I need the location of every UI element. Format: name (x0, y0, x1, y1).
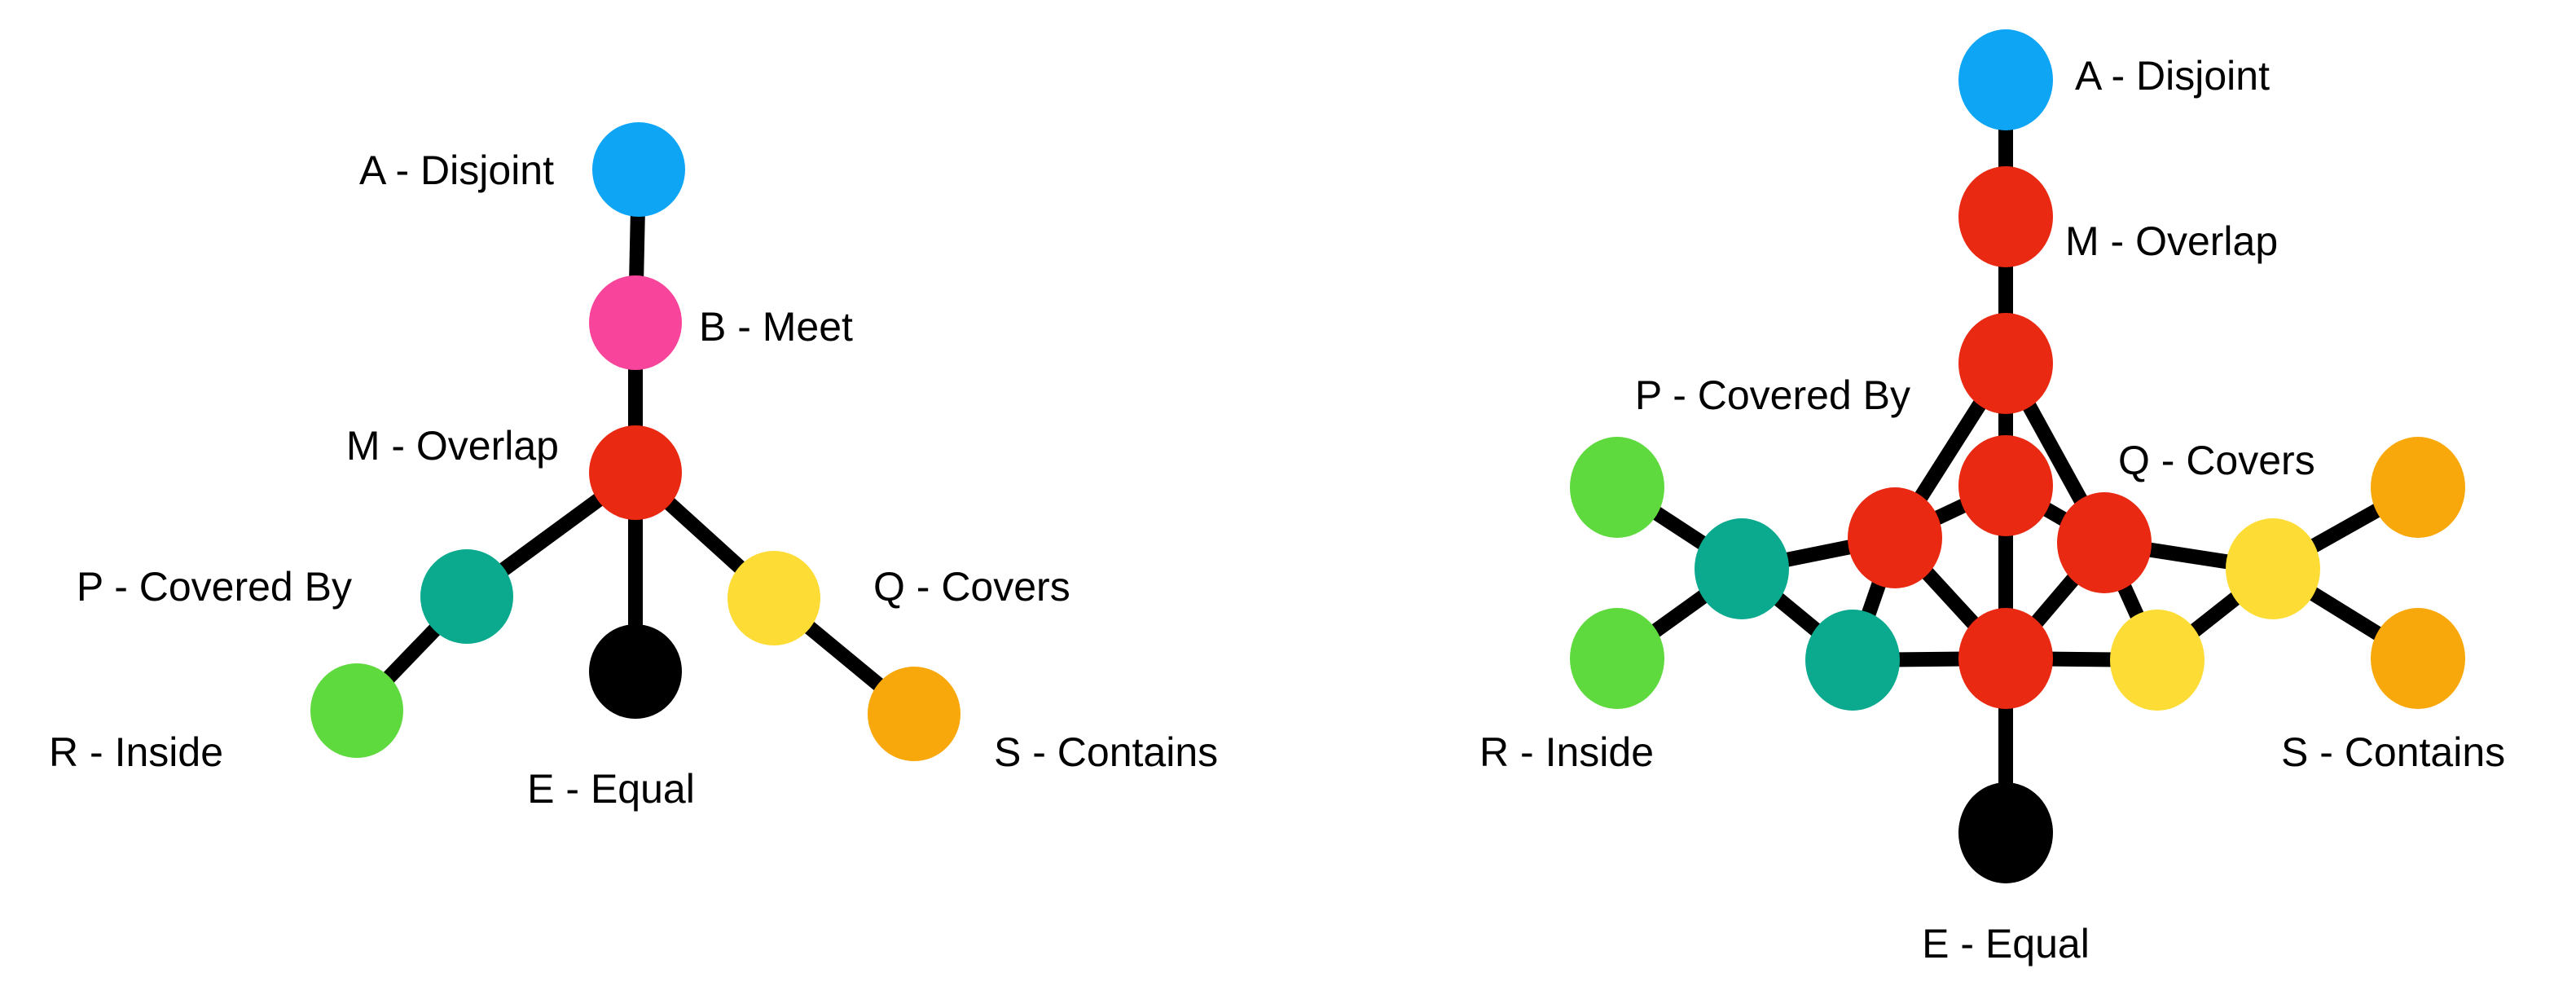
right-node-Q (2226, 518, 2320, 619)
label-s-contains-right: S - Contains (2281, 729, 2505, 775)
right-node-T (1958, 313, 2053, 414)
right-node-C (1958, 435, 2053, 536)
right-node-L (1848, 487, 1942, 588)
right-node-R1 (1570, 437, 1664, 538)
left-node-B (589, 275, 682, 370)
left-node-E (589, 624, 682, 719)
left-node-Q (728, 551, 820, 645)
left-nodes (310, 122, 961, 761)
left-labels: A - Disjoint B - Meet M - Overlap P - Co… (49, 148, 1218, 812)
label-r-inside-right: R - Inside (1479, 729, 1654, 775)
left-node-P (420, 549, 513, 644)
label-p-covered-by-right: P - Covered By (1635, 372, 1910, 418)
right-nodes (1570, 29, 2465, 883)
right-labels: A - Disjoint M - Overlap P - Covered By … (1479, 53, 2505, 967)
right-node-A (1958, 29, 2053, 130)
left-graph: A - Disjoint B - Meet M - Overlap P - Co… (49, 122, 1218, 812)
right-graph: A - Disjoint M - Overlap P - Covered By … (1479, 29, 2505, 967)
label-q-covers-right: Q - Covers (2118, 438, 2315, 483)
right-node-P (1695, 518, 1789, 619)
left-node-R (310, 663, 403, 758)
label-e-equal: E - Equal (527, 766, 695, 812)
label-m-overlap: M - Overlap (346, 423, 559, 469)
label-a-disjoint-right: A - Disjoint (2075, 53, 2270, 99)
label-q-covers: Q - Covers (873, 564, 1070, 610)
right-node-Q2 (2110, 610, 2205, 711)
right-node-R2 (1570, 608, 1664, 709)
right-node-Rr (2057, 492, 2152, 593)
right-node-E (1958, 782, 2053, 883)
right-node-S2 (2371, 608, 2465, 709)
label-a-disjoint: A - Disjoint (359, 148, 554, 193)
right-node-M (1958, 166, 2053, 267)
label-r-inside: R - Inside (49, 729, 223, 775)
label-s-contains: S - Contains (994, 729, 1218, 775)
label-e-equal-right: E - Equal (1922, 921, 2090, 967)
left-node-S (868, 667, 961, 761)
right-node-S1 (2371, 437, 2465, 538)
left-node-M (589, 425, 682, 520)
left-node-A (592, 122, 685, 217)
right-node-P2 (1805, 610, 1900, 711)
label-p-covered-by: P - Covered By (77, 564, 352, 610)
right-node-B (1958, 608, 2053, 709)
label-m-overlap-right: M - Overlap (2065, 218, 2278, 264)
label-b-meet: B - Meet (699, 304, 853, 350)
